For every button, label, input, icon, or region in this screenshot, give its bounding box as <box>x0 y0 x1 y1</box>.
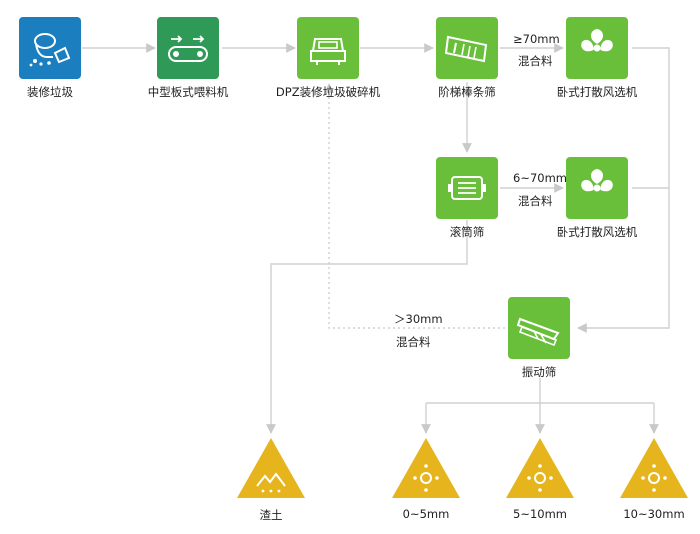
fan-icon <box>581 29 613 52</box>
node-air-separator-top <box>566 17 628 79</box>
output-10-30mm <box>618 436 690 500</box>
crusher-icon <box>310 38 346 65</box>
label-output-5-10mm: 5~10mm <box>513 507 567 521</box>
edge-label-gt70-mix: 混合料 <box>518 54 553 68</box>
label-drum-screen: 滚筒筛 <box>449 225 485 239</box>
output-5-10mm <box>504 436 576 500</box>
fan-icon <box>581 169 613 192</box>
bar-screen-icon <box>444 35 488 63</box>
conveyor-icon <box>168 35 208 62</box>
label-dpz-crusher: DPZ装修垃圾破碎机 <box>275 85 381 99</box>
vibrating-screen-icon <box>516 317 560 347</box>
output-0-5mm <box>390 436 462 500</box>
edge-label-6-70: 6~70mm <box>513 171 567 185</box>
label-plate-feeder: 中型板式喂料机 <box>147 85 229 99</box>
drum-screen-icon <box>448 176 486 200</box>
label-vibrating-screen: 振动筛 <box>521 365 557 379</box>
label-bar-screen: 阶梯棒条筛 <box>438 85 496 99</box>
label-air-separator-mid: 卧式打散风选机 <box>556 225 638 239</box>
label-output-soil: 渣土 <box>259 508 283 522</box>
waste-icon <box>29 33 71 67</box>
output-soil <box>235 436 307 500</box>
edge-label-gt70: ≥70mm <box>513 32 560 46</box>
label-output-10-30mm: 10~30mm <box>623 507 685 521</box>
soil-icon <box>256 472 286 487</box>
node-renovation-waste <box>19 17 81 79</box>
edge-label-gt30-mix: 混合料 <box>396 335 431 349</box>
node-plate-feeder <box>157 17 219 79</box>
aggregate-icon <box>527 464 553 492</box>
node-vibrating-screen <box>508 297 570 359</box>
edge-label-6-70-mix: 混合料 <box>518 194 553 208</box>
label-output-0-5mm: 0~5mm <box>402 507 450 521</box>
aggregate-icon <box>641 464 667 492</box>
node-dpz-crusher <box>297 17 359 79</box>
edge-vib-crusher-return <box>324 83 505 329</box>
edge-label-gt30: ＞30mm <box>394 312 443 326</box>
node-drum-screen <box>436 157 498 219</box>
edge-drum-soil <box>266 220 468 434</box>
node-air-separator-mid <box>566 157 628 219</box>
label-renovation-waste: 装修垃圾 <box>27 85 73 99</box>
label-air-separator-top: 卧式打散风选机 <box>556 85 638 99</box>
node-bar-screen <box>436 17 498 79</box>
aggregate-icon <box>413 464 439 492</box>
